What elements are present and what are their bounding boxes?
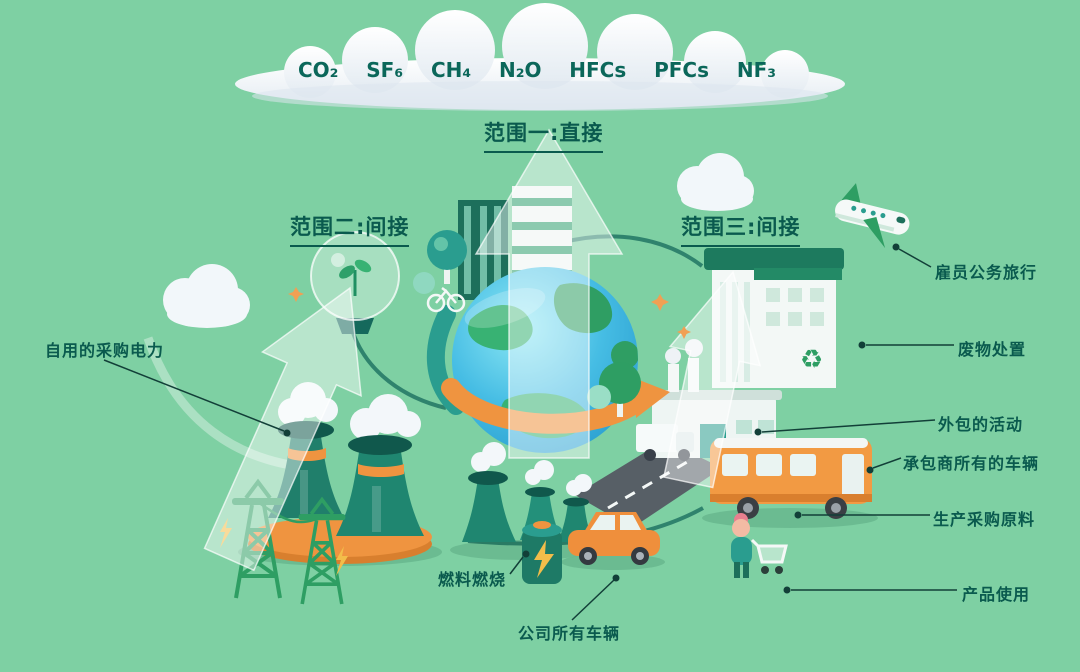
scope2-label: 范围二:间接 [290, 211, 410, 247]
tree-right [587, 362, 641, 417]
ghg-cloud [235, 3, 845, 111]
connector-dot [522, 550, 530, 558]
gas-ch4: CH₄ [430, 58, 472, 82]
airplane [835, 183, 910, 249]
ghg-cloud-gas-list: CO₂ SF₆ CH₄ N₂O HFCs PFCs NF₃ [298, 60, 776, 80]
connector-dot [866, 466, 874, 474]
lightning-bolt-icon [336, 546, 348, 576]
label-fuel-combustion: 燃料燃烧 [438, 570, 507, 589]
bicycle [426, 287, 466, 313]
shopper-with-cart [731, 513, 788, 578]
sparkle-icon [651, 294, 669, 311]
orange-ring-arrow [441, 378, 655, 434]
bus [710, 438, 872, 519]
connector-dot [612, 574, 620, 582]
small-cooling-towers [462, 442, 594, 542]
power-plant [248, 382, 432, 564]
label-waste-disposal: 废物处置 [958, 340, 1027, 359]
gas-co2: CO₂ [298, 58, 339, 82]
label-outsourced-activities: 外包的活动 [938, 415, 1024, 434]
label-company-vehicles: 公司所有车辆 [518, 624, 621, 643]
connector-fuel-combustion [509, 556, 524, 575]
gas-sf6: SF₆ [366, 58, 404, 82]
label-purchased-electricity: 自用的采购电力 [45, 341, 165, 360]
sparkle-icon [677, 326, 691, 339]
connector-dot [754, 428, 762, 436]
sparkle-icon [288, 287, 304, 302]
connector-purchased-electricity [103, 359, 285, 432]
cloud-right [677, 153, 754, 211]
scope3-arrow [662, 270, 762, 489]
waste-building: ♻ [704, 248, 844, 388]
sparkles [288, 287, 691, 339]
connector-dot [858, 341, 866, 349]
fuel-battery [522, 521, 562, 584]
connector-outsourced [761, 419, 936, 433]
scope1-arrow [474, 128, 624, 459]
car [568, 512, 660, 565]
label-employee-travel: 雇员公务旅行 [935, 263, 1038, 282]
recycle-icon: ♻ [800, 345, 823, 375]
road [575, 440, 722, 528]
gas-nf3: NF₃ [736, 58, 776, 82]
delivery-truck [636, 424, 694, 461]
glass-dome-plant [310, 231, 400, 334]
scope-arrows [203, 128, 762, 572]
connector-company-vehicles [571, 579, 615, 621]
connector-employee-travel [898, 248, 932, 268]
scope1-label: 范围一:直接 [484, 117, 604, 153]
scope2-arrow [203, 286, 362, 572]
connector-dot [892, 243, 900, 251]
connector-dot [783, 586, 791, 594]
earth-globe [426, 267, 670, 453]
connectors [103, 243, 957, 621]
label-product-use: 产品使用 [962, 585, 1031, 604]
connector-contractor-vehicles [872, 457, 902, 469]
label-contractor-vehicles: 承包商所有的车辆 [903, 454, 1040, 473]
tree-left [413, 230, 467, 294]
connector-dot [283, 429, 291, 437]
cloud-left [163, 264, 250, 328]
label-production-materials: 生产采购原料 [933, 510, 1036, 529]
connector-dot [794, 511, 802, 519]
gas-hfcs: HFCs [569, 58, 627, 82]
gas-pfcs: PFCs [654, 58, 709, 82]
scope3-label: 范围三:间接 [681, 211, 801, 247]
gas-n2o: N₂O [498, 58, 542, 82]
lightning-bolt-icon [220, 518, 232, 548]
